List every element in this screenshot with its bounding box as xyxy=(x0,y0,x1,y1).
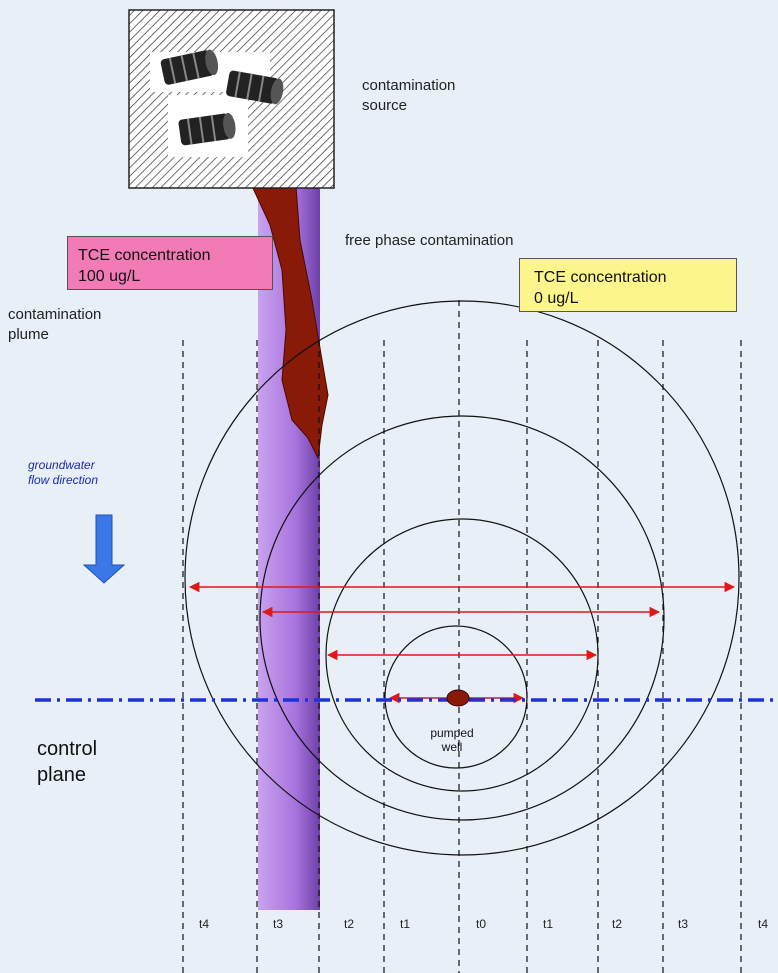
pumped-well-marker xyxy=(446,689,470,707)
tce-low-box: TCE concentration 0 ug/L xyxy=(519,258,737,312)
time-label-t1-left: t1 xyxy=(400,917,411,931)
contamination-source xyxy=(128,9,335,189)
barrel-pile-icon xyxy=(150,49,284,157)
time-label-t3-left: t3 xyxy=(273,917,284,931)
time-label-t2-right: t2 xyxy=(612,917,623,931)
time-label-t3-right: t3 xyxy=(678,917,689,931)
pumped-well-label: pumped well xyxy=(430,726,474,754)
down-arrow-icon xyxy=(82,514,126,584)
control-plane-label: control plane xyxy=(37,738,98,786)
circle-third xyxy=(325,518,599,792)
circle-second xyxy=(259,415,665,821)
time-label-t1-right: t1 xyxy=(543,917,554,931)
circle-outer xyxy=(184,300,740,856)
time-label-t0: t0 xyxy=(476,917,487,931)
free-phase-contamination xyxy=(251,185,329,460)
groundwater-flow-label: groundwater flow direction xyxy=(28,458,99,487)
free-phase-label: free phase contamination xyxy=(345,232,514,249)
time-label-t4-left: t4 xyxy=(199,917,210,931)
contamination-source-label: contamination source xyxy=(362,77,456,114)
isochrone-lines xyxy=(182,300,742,973)
time-label-t2-left: t2 xyxy=(344,917,355,931)
tce-high-box: TCE concentration 100 ug/L xyxy=(67,236,273,290)
circle-inner xyxy=(384,625,528,769)
time-label-t4-right: t4 xyxy=(758,917,769,931)
capture-circles xyxy=(184,300,740,856)
contamination-plume-label: contamination plume xyxy=(8,306,102,343)
